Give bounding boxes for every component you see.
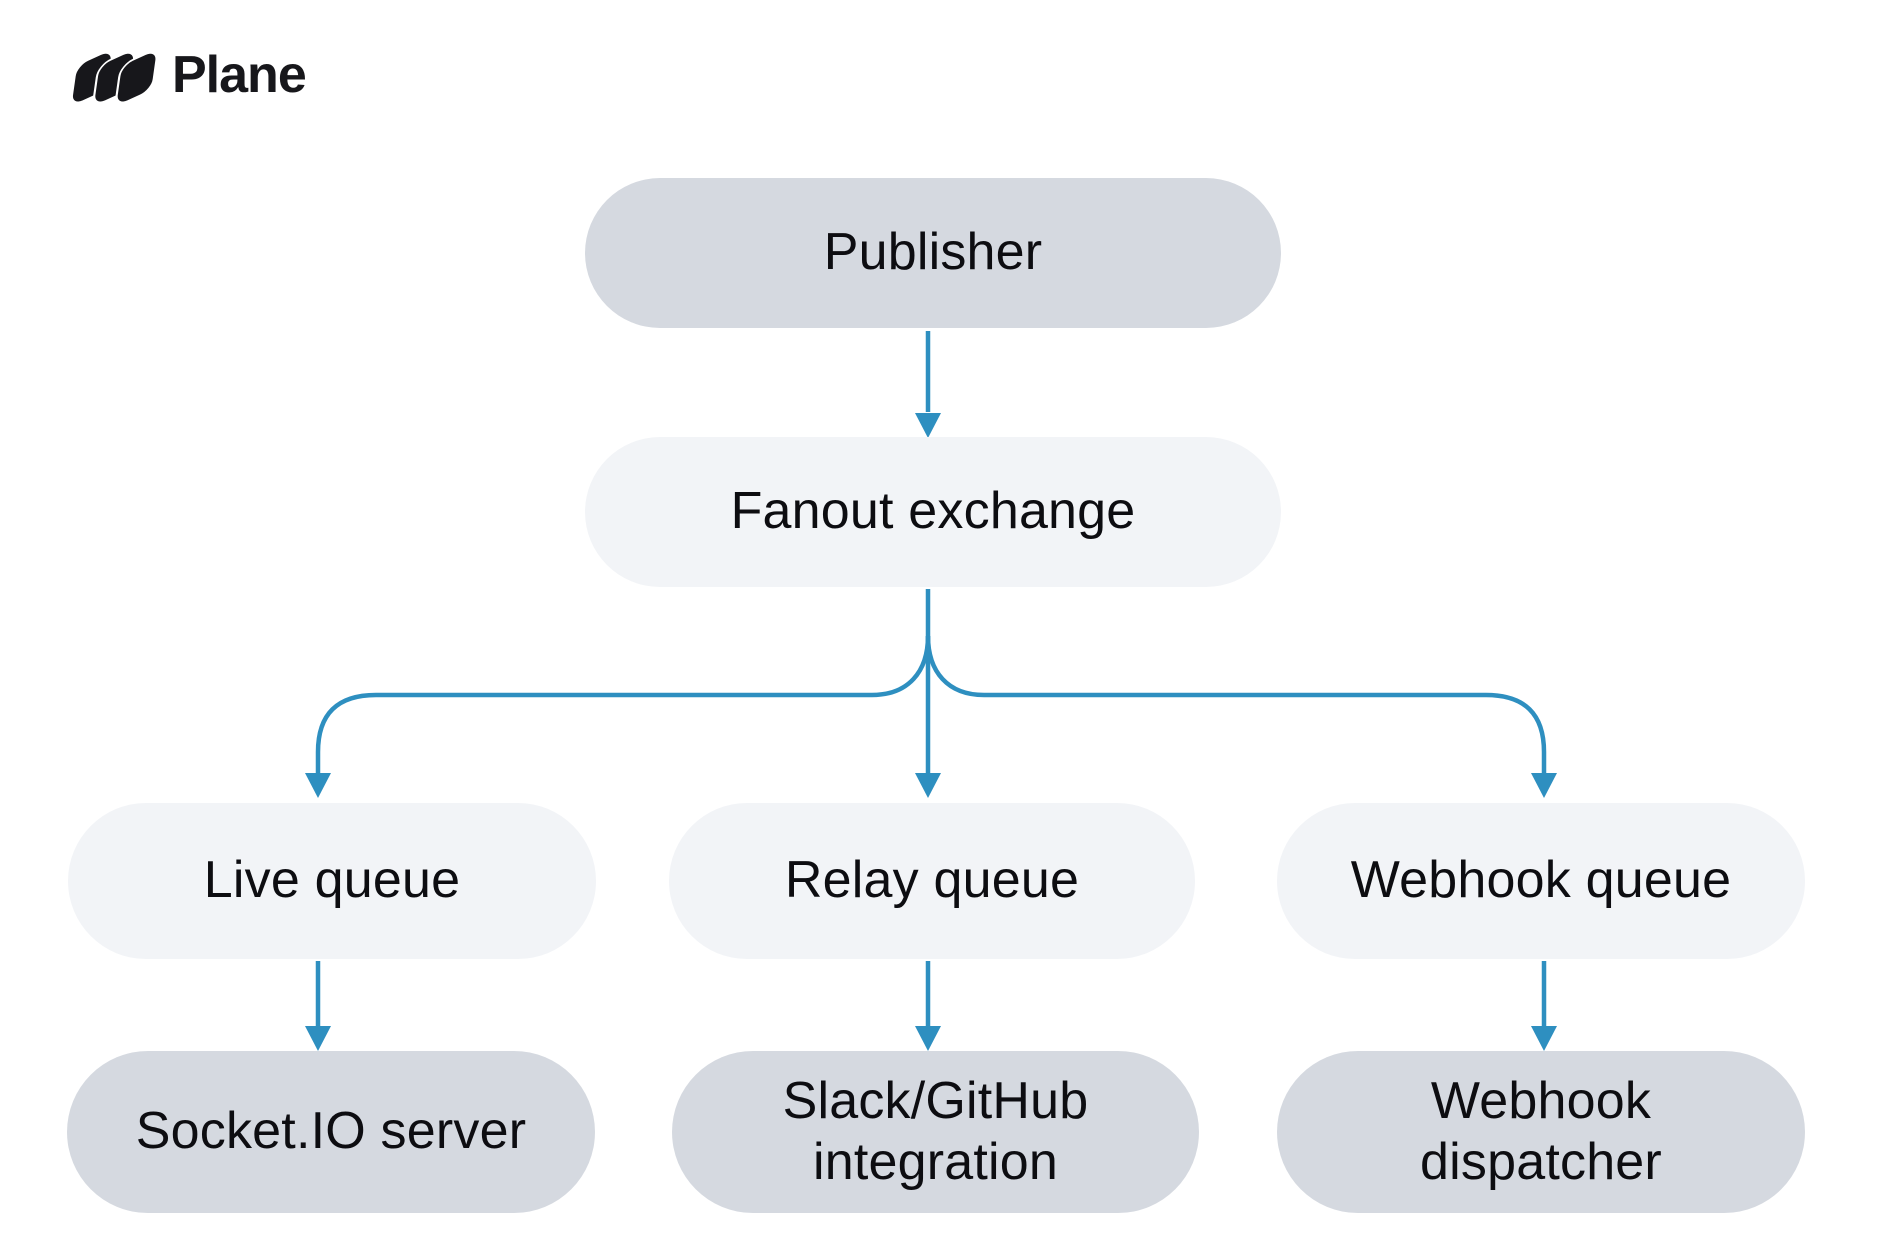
arrow-publisher-to-fanout xyxy=(915,331,941,438)
plane-logo-text: Plane xyxy=(172,46,307,104)
plane-logo: Plane xyxy=(72,44,307,110)
plane-logo-icon xyxy=(72,51,158,104)
arrow-webhook-queue-to-dispatcher xyxy=(1531,961,1557,1051)
arrow-fanout-to-webhook-queue xyxy=(925,635,1557,798)
node-publisher: Publisher xyxy=(585,178,1281,328)
node-relay-queue: Relay queue xyxy=(669,803,1195,959)
node-socketio-server: Socket.IO server xyxy=(67,1051,595,1213)
node-fanout-exchange: Fanout exchange xyxy=(585,437,1281,587)
node-live-queue: Live queue xyxy=(68,803,596,959)
arrow-fanout-to-live-queue xyxy=(305,635,931,798)
arrow-live-queue-to-socketio xyxy=(305,961,331,1051)
node-slack-github-integration: Slack/GitHub integration xyxy=(672,1051,1199,1213)
node-webhook-queue: Webhook queue xyxy=(1277,803,1805,959)
node-webhook-dispatcher: Webhook dispatcher xyxy=(1277,1051,1805,1213)
arrow-relay-queue-to-slack-github xyxy=(915,961,941,1051)
arrow-fanout-to-relay-queue xyxy=(915,589,941,798)
